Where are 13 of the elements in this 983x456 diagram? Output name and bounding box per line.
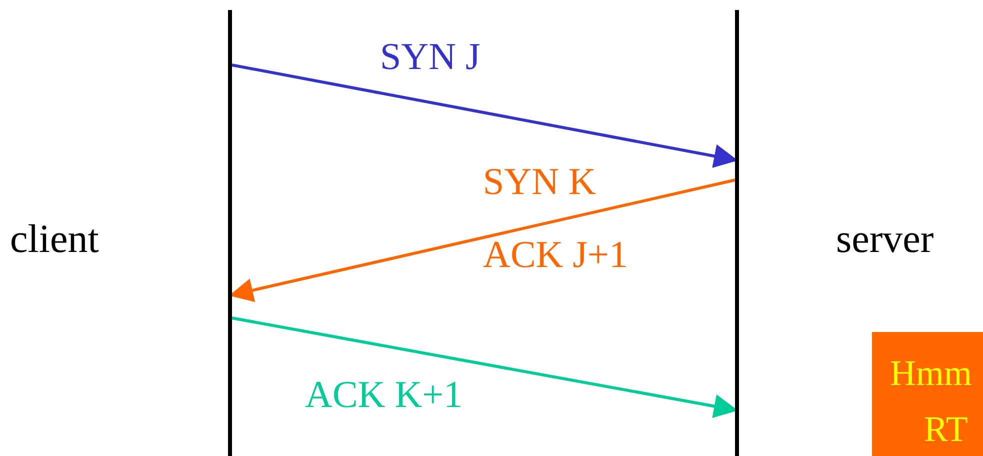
lifeline — [735, 10, 739, 456]
edge-label: ACK K+1 — [305, 373, 464, 418]
actor-label: server — [836, 215, 983, 265]
note-text: RT — [924, 408, 968, 450]
edge-label: SYN J — [380, 35, 482, 80]
edge-label: SYN K ACK J+1 — [483, 160, 629, 278]
message-arrow — [232, 316, 738, 418]
actor-label: client — [10, 215, 150, 265]
lifeline — [228, 10, 232, 456]
note-text: Hmm — [890, 352, 972, 394]
message-arrow — [232, 64, 738, 168]
note-box — [872, 332, 983, 456]
message-arrow — [229, 178, 736, 302]
